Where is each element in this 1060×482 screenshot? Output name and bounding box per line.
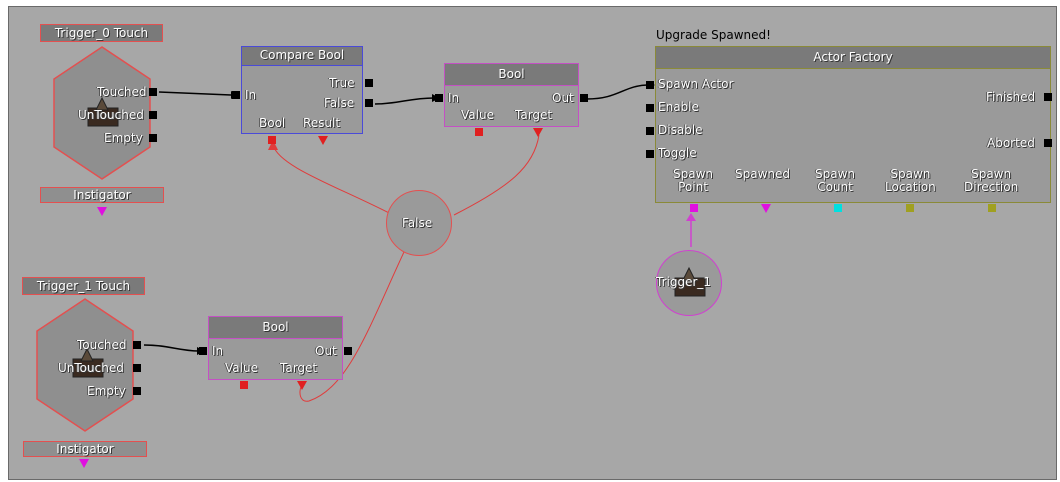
compare-result-var-plug[interactable]: [318, 136, 328, 145]
false-variable-label: False: [402, 216, 433, 230]
bool-bottom-value-plug[interactable]: [240, 381, 248, 389]
bool-bottom-out-label: Out: [315, 344, 337, 358]
link-arrow: [686, 213, 696, 221]
factory-spawn-direction-plug[interactable]: [988, 204, 996, 212]
bool-bottom-title: Bool: [209, 317, 342, 339]
compare-true-plug[interactable]: [365, 79, 373, 87]
link-arrow: [268, 140, 278, 150]
factory-disable-plug[interactable]: [646, 127, 654, 135]
actor-factory-node[interactable]: Actor Factory: [655, 46, 1051, 203]
factory-spawn-point-plug[interactable]: [690, 204, 698, 212]
bool-top-target-plug[interactable]: [533, 128, 543, 137]
factory-spawn-count-plug[interactable]: [834, 204, 842, 212]
compare-false-plug[interactable]: [365, 99, 373, 107]
factory-enable-plug[interactable]: [646, 104, 654, 112]
factory-spawn-actor-plug[interactable]: [646, 81, 654, 89]
compare-var-bool: Bool: [259, 116, 286, 130]
compare-in-label: In: [245, 88, 257, 102]
factory-var-spawn-location: Spawn Location: [885, 167, 936, 194]
compare-var-result: Result: [303, 116, 341, 130]
wire-bool-to-factory: [586, 84, 650, 100]
output-untouched: UnTouched: [78, 108, 144, 122]
instigator-label: Instigator: [56, 442, 114, 456]
output-empty-plug[interactable]: [149, 134, 157, 142]
factory-var-spawn-direction: Spawn Direction: [964, 167, 1019, 194]
bool-top-value-plug[interactable]: [475, 128, 483, 136]
factory-input-toggle: Toggle: [658, 146, 697, 160]
wire-compare-to-bool: [374, 97, 435, 105]
output-empty-plug[interactable]: [133, 387, 141, 395]
bool-bottom-var-value: Value: [225, 361, 258, 375]
bool-top-in-label: In: [448, 91, 460, 105]
trigger-actor-icon: [674, 266, 706, 297]
instigator-link-icon[interactable]: [79, 459, 89, 468]
output-untouched-plug[interactable]: [133, 364, 141, 372]
factory-spawned-plug[interactable]: [761, 204, 771, 213]
factory-finished-plug[interactable]: [1044, 93, 1052, 101]
factory-var-spawn-count: Spawn Count: [815, 167, 856, 194]
output-touched: Touched: [77, 338, 127, 352]
actor-factory-title: Actor Factory: [656, 47, 1050, 69]
compare-false-label: False: [324, 96, 355, 110]
event-title: Trigger_0 Touch: [54, 26, 149, 40]
bool-bottom-in-label: In: [212, 344, 224, 358]
compare-in-plug[interactable]: [232, 91, 240, 99]
wire-trigger0-to-compare: [158, 91, 232, 96]
bool-top-var-target: Target: [515, 108, 553, 122]
bool-bottom-node[interactable]: Bool: [208, 316, 343, 380]
false-variable[interactable]: [386, 190, 452, 256]
var-link-false-to-bool-top: [453, 134, 540, 216]
bool-bottom-target-plug[interactable]: [297, 381, 307, 390]
var-link-false-to-compare: [272, 144, 394, 216]
factory-output-aborted: Aborted: [987, 136, 1035, 150]
factory-input-spawn-actor: Spawn Actor: [658, 77, 734, 91]
factory-input-enable: Enable: [658, 100, 699, 114]
trigger1-variable-label: Trigger_1: [656, 275, 712, 289]
instigator-var-box[interactable]: Instigator: [23, 441, 147, 457]
bool-bottom-var-target: Target: [280, 361, 318, 375]
bool-bottom-out-plug[interactable]: [344, 347, 352, 355]
factory-input-disable: Disable: [658, 123, 703, 137]
output-touched-plug[interactable]: [149, 88, 157, 96]
compare-bool-node[interactable]: Compare Bool: [241, 46, 363, 134]
event-trigger0-title[interactable]: Trigger_0 Touch: [40, 24, 163, 42]
factory-var-spawn-point: Spawn Point: [673, 167, 714, 194]
bool-top-title: Bool: [445, 64, 578, 86]
factory-spawn-location-plug[interactable]: [906, 204, 914, 212]
instigator-label: Instigator: [73, 188, 131, 202]
compare-bool-var-plug[interactable]: [268, 136, 276, 144]
output-empty: Empty: [104, 131, 143, 145]
trigger-actor-icon: [87, 96, 119, 127]
trigger-actor-icon: [72, 347, 104, 378]
bool-top-node[interactable]: Bool: [444, 63, 579, 127]
instigator-var-box[interactable]: Instigator: [40, 187, 164, 203]
bool-top-out-plug[interactable]: [580, 94, 588, 102]
output-empty: Empty: [87, 384, 126, 398]
output-untouched-plug[interactable]: [149, 111, 157, 119]
output-untouched: UnTouched: [58, 361, 124, 375]
wire-trigger1-to-bool: [143, 344, 200, 352]
event-title: Trigger_1 Touch: [36, 279, 131, 293]
bool-top-out-label: Out: [552, 91, 574, 105]
instigator-link-icon[interactable]: [97, 207, 107, 216]
output-touched-plug[interactable]: [133, 341, 141, 349]
kismet-canvas[interactable]: Trigger_0 Touch Touched UnTouched Empty …: [8, 6, 1057, 480]
bool-top-var-value: Value: [461, 108, 494, 122]
event-trigger1-title[interactable]: Trigger_1 Touch: [22, 277, 145, 295]
bool-bottom-in-plug[interactable]: [199, 347, 207, 355]
factory-toggle-plug[interactable]: [646, 150, 654, 158]
compare-bool-title: Compare Bool: [242, 47, 362, 66]
factory-aborted-plug[interactable]: [1044, 139, 1052, 147]
var-link-false-to-bool-bottom: [299, 251, 405, 402]
bool-top-in-plug[interactable]: [435, 94, 443, 102]
factory-output-finished: Finished: [986, 90, 1036, 104]
factory-var-spawned: Spawned: [735, 167, 791, 181]
output-touched: Touched: [97, 85, 147, 99]
compare-true-label: True: [329, 76, 355, 90]
actor-factory-comment: Upgrade Spawned!: [656, 28, 771, 42]
